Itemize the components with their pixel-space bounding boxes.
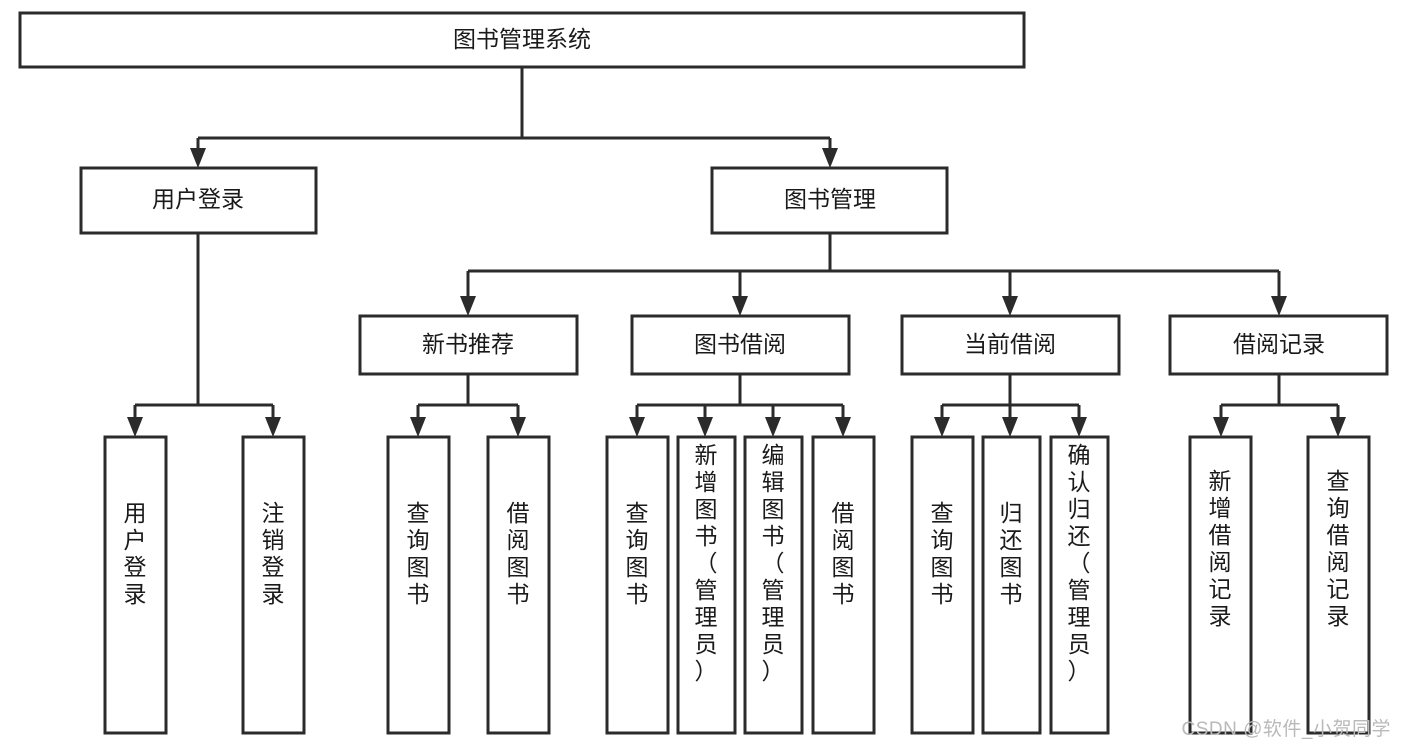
arrow-head-leaf-confirm-return <box>1071 417 1087 437</box>
node-leaf-user-logout-box[interactable] <box>241 435 306 735</box>
arrow-head-current-borrow <box>1002 296 1018 316</box>
node-borrow-record-label: 借阅记录 <box>1233 331 1325 357</box>
node-leaf-query-book-2-box[interactable] <box>605 435 670 735</box>
node-root-box[interactable] <box>18 11 1026 69</box>
connector-borrowrecord-to-leaves <box>1219 374 1340 424</box>
node-leaf-query-book-2[interactable]: 查询图书 <box>605 435 670 735</box>
node-leaf-edit-book-label: 编辑图书（管理员） <box>762 442 785 684</box>
node-leaf-add-book-label: 新增图书（管理员） <box>695 442 718 684</box>
node-leaf-query-record-label: 查询借阅记录 <box>1327 468 1350 629</box>
node-leaf-query-record[interactable]: 查询借阅记录 <box>1306 435 1371 735</box>
arrow-head-book-borrow <box>732 296 748 316</box>
node-leaf-query-book-3[interactable]: 查询图书 <box>910 435 975 735</box>
node-leaf-edit-book[interactable]: 编辑图书（管理员） <box>743 435 804 735</box>
arrow-head-borrow-record <box>1271 296 1287 316</box>
connector-layer <box>127 67 1346 437</box>
node-current-borrow-box[interactable] <box>900 314 1121 376</box>
node-leaf-query-book-3-label: 查询图书 <box>931 500 954 607</box>
node-borrow-record[interactable]: 借阅记录 <box>1168 314 1389 376</box>
node-leaf-borrow-book-2-box[interactable] <box>811 435 876 735</box>
node-root[interactable]: 图书管理系统 <box>18 11 1026 69</box>
node-book-management-box[interactable] <box>710 166 949 235</box>
node-book-management-label: 图书管理 <box>784 186 876 212</box>
node-leaf-return-book[interactable]: 归还图书 <box>981 435 1042 735</box>
arrow-head-leaf-query-record <box>1330 417 1346 437</box>
node-leaf-confirm-return-label: 确认归还（管理员） <box>1068 442 1091 684</box>
connector-userlogin-to-leaves <box>133 233 275 424</box>
node-user-login[interactable]: 用户登录 <box>79 166 318 235</box>
arrow-head-leaf-add-record <box>1213 417 1229 437</box>
node-leaf-return-book-label: 归还图书 <box>1000 500 1023 607</box>
node-root-label: 图书管理系统 <box>453 26 591 52</box>
node-leaf-user-login-box[interactable] <box>103 435 168 735</box>
arrow-head-book-management <box>822 148 838 168</box>
arrow-head-leaf-query-book-2 <box>629 417 645 437</box>
arrow-head-user-login <box>190 148 206 168</box>
node-leaf-user-login-label: 用户登录 <box>124 500 147 607</box>
node-leaf-query-book-1-label: 查询图书 <box>407 500 430 607</box>
node-new-book-recommend-box[interactable] <box>358 314 579 376</box>
arrow-head-leaf-query-book-1 <box>410 417 426 437</box>
node-leaf-query-book-2-label: 查询图书 <box>626 500 649 607</box>
arrow-head-leaf-return-book <box>1002 417 1018 437</box>
node-leaf-user-logout-label: 注销登录 <box>262 500 285 607</box>
arrow-head-leaf-user-login <box>127 417 143 437</box>
node-leaf-return-book-box[interactable] <box>981 435 1042 735</box>
node-leaf-query-record-box[interactable] <box>1306 435 1371 735</box>
arrow-head-leaf-query-book-3 <box>934 417 950 437</box>
node-current-borrow[interactable]: 当前借阅 <box>900 314 1121 376</box>
arrow-head-leaf-edit-book <box>765 417 781 437</box>
node-new-book-recommend-label: 新书推荐 <box>422 331 514 357</box>
connector-newbook-to-leaves <box>416 374 520 424</box>
node-book-borrow-box[interactable] <box>630 314 851 376</box>
node-leaf-add-book[interactable]: 新增图书（管理员） <box>676 435 737 735</box>
node-leaf-confirm-return[interactable]: 确认归还（管理员） <box>1049 435 1110 735</box>
node-leaf-add-record-label: 新增借阅记录 <box>1209 468 1232 629</box>
connector-bookborrow-to-leaves <box>635 374 845 424</box>
node-leaf-borrow-book-1[interactable]: 借阅图书 <box>486 435 551 735</box>
node-leaf-borrow-book-1-box[interactable] <box>486 435 551 735</box>
node-book-borrow-label: 图书借阅 <box>694 331 786 357</box>
node-leaf-query-book-3-box[interactable] <box>910 435 975 735</box>
node-new-book-recommend[interactable]: 新书推荐 <box>358 314 579 376</box>
node-user-login-box[interactable] <box>79 166 318 235</box>
arrow-head-leaf-user-logout <box>265 417 281 437</box>
node-leaf-borrow-book-2-label: 借阅图书 <box>832 500 855 607</box>
node-leaf-user-logout[interactable]: 注销登录 <box>241 435 306 735</box>
arrow-head-leaf-borrow-book-2 <box>835 417 851 437</box>
arrow-head-leaf-add-book <box>697 417 713 437</box>
node-leaf-edit-book-box[interactable] <box>743 435 804 735</box>
node-book-management[interactable]: 图书管理 <box>710 166 949 235</box>
node-leaf-query-book-1[interactable]: 查询图书 <box>386 435 451 735</box>
node-leaf-query-book-1-box[interactable] <box>386 435 451 735</box>
connector-currentborrow-to-leaves <box>940 374 1081 424</box>
node-leaf-add-record[interactable]: 新增借阅记录 <box>1188 435 1253 735</box>
node-leaf-confirm-return-box[interactable] <box>1049 435 1110 735</box>
node-leaf-user-login[interactable]: 用户登录 <box>103 435 168 735</box>
node-borrow-record-box[interactable] <box>1168 314 1389 376</box>
node-current-borrow-label: 当前借阅 <box>964 331 1056 357</box>
arrow-head-new-book-recommend <box>460 296 476 316</box>
connector-root-to-level2 <box>196 67 832 155</box>
node-book-borrow[interactable]: 图书借阅 <box>630 314 851 376</box>
node-leaf-borrow-book-2[interactable]: 借阅图书 <box>811 435 876 735</box>
node-leaf-add-book-box[interactable] <box>676 435 737 735</box>
arrow-head-leaf-borrow-book-1 <box>510 417 526 437</box>
connector-bookmgmt-to-level3 <box>466 233 1281 303</box>
node-leaf-add-record-box[interactable] <box>1188 435 1253 735</box>
node-leaf-borrow-book-1-label: 借阅图书 <box>507 500 530 607</box>
node-user-login-label: 用户登录 <box>152 186 244 212</box>
